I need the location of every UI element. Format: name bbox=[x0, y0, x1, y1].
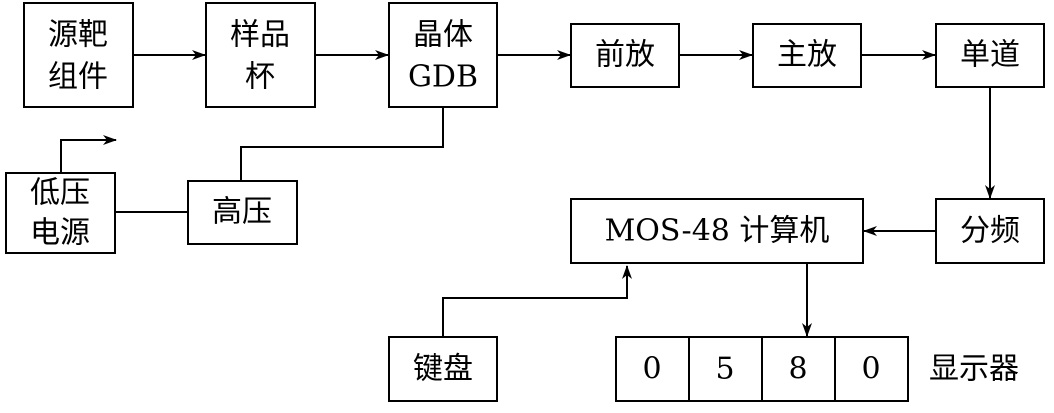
display-digit-3: 8 bbox=[788, 352, 807, 387]
display-panel: 0 5 8 0 bbox=[615, 336, 909, 402]
wire-crystal-to-high-voltage bbox=[240, 108, 444, 180]
display-cell-4 bbox=[834, 336, 909, 402]
display-digit-4: 0 bbox=[861, 352, 880, 387]
block-computer-label: MOS-48 计算机 bbox=[605, 214, 830, 249]
block-low-voltage-line2: 电源 bbox=[30, 216, 90, 251]
block-low-voltage-line1: 低压 bbox=[30, 176, 90, 211]
block-main-amp: 主放 bbox=[752, 23, 862, 88]
block-computer: MOS-48 计算机 bbox=[570, 198, 864, 264]
wire-low-voltage-output bbox=[60, 135, 117, 172]
block-sample-cup-line1: 样品 bbox=[230, 18, 290, 53]
block-preamp-label: 前放 bbox=[595, 38, 655, 73]
block-keyboard: 键盘 bbox=[388, 336, 498, 402]
block-high-voltage: 高压 bbox=[187, 180, 298, 245]
display-digit-2: 5 bbox=[715, 352, 734, 387]
wire-keyboard-to-computer bbox=[442, 265, 632, 337]
block-source-target-line1: 源靶 bbox=[48, 18, 108, 53]
block-preamp: 前放 bbox=[570, 23, 680, 88]
display-label: 显示器 bbox=[929, 352, 1019, 387]
block-crystal: 晶体 GDB bbox=[388, 2, 498, 108]
block-main-amp-label: 主放 bbox=[777, 38, 837, 73]
block-sample-cup-line2: 杯 bbox=[245, 60, 275, 95]
block-crystal-line1: 晶体 bbox=[413, 18, 473, 53]
display-cell-3 bbox=[761, 336, 836, 402]
block-source-target: 源靶 组件 bbox=[23, 2, 134, 108]
block-low-voltage: 低压 电源 bbox=[5, 172, 116, 254]
block-crystal-line2: GDB bbox=[408, 60, 478, 95]
block-divider-label: 分频 bbox=[960, 214, 1020, 249]
connections bbox=[60, 50, 995, 337]
block-single-channel-label: 单道 bbox=[960, 38, 1020, 73]
block-sample-cup: 样品 杯 bbox=[205, 2, 316, 108]
block-keyboard-label: 键盘 bbox=[413, 352, 473, 387]
block-divider: 分频 bbox=[935, 198, 1045, 264]
display-digit-1: 0 bbox=[642, 352, 661, 387]
block-high-voltage-label: 高压 bbox=[212, 195, 272, 230]
block-single-channel: 单道 bbox=[935, 23, 1045, 88]
block-source-target-line2: 组件 bbox=[48, 60, 108, 95]
display-cell-2 bbox=[688, 336, 763, 402]
